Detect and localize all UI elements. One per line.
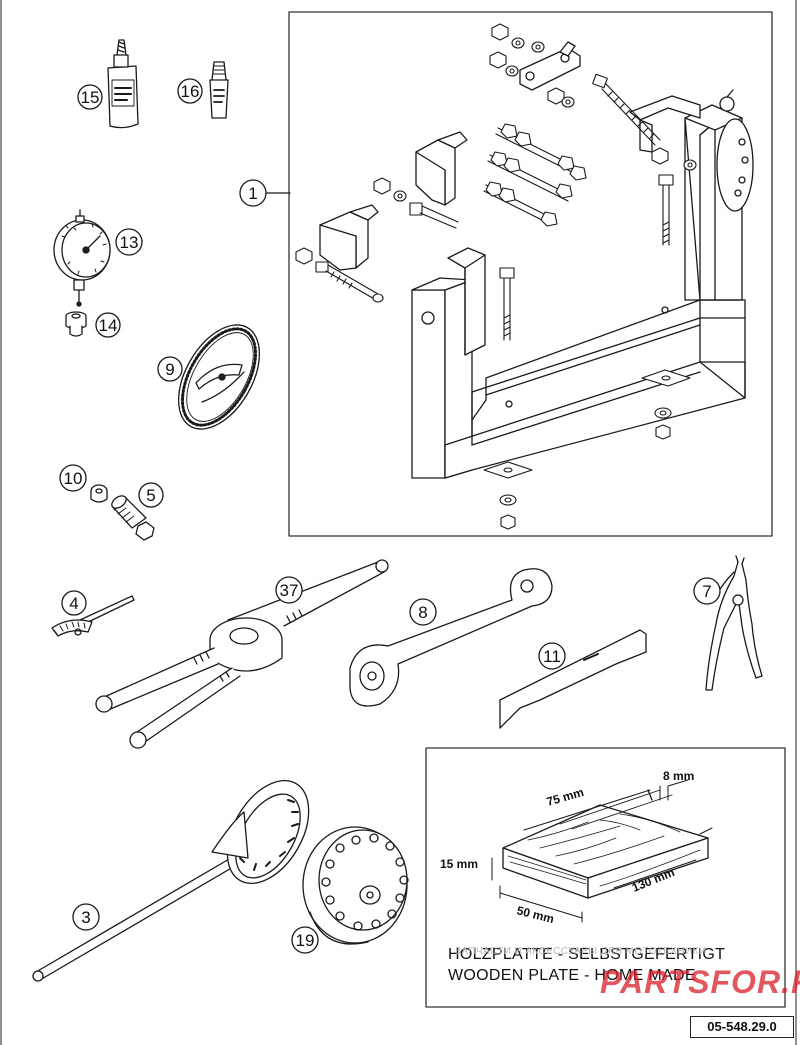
sleeve-part-10	[90, 484, 108, 503]
puller-part-5	[111, 495, 155, 541]
callout-5: 5	[146, 486, 155, 505]
watermark-text: ЗАПЧАСТИ И АКСЕССУАРЫ ДЛЯ МОТОТЕХНИКИ	[455, 946, 707, 957]
callout-15: 15	[81, 88, 100, 107]
feeler-blade-11	[499, 629, 647, 729]
wooden-plate-caption-german: HOLZPLATTE - SELBSTGEFERTIGT	[448, 946, 726, 963]
wooden-plate-box	[425, 747, 786, 1008]
callout-8: 8	[418, 603, 427, 622]
callout-11: 11	[543, 647, 561, 666]
callout-37: 37	[280, 581, 299, 600]
holding-wrench-8	[349, 568, 553, 707]
stand-bolts	[315, 73, 674, 341]
callout-1: 1	[248, 184, 257, 203]
callout-circles	[59, 78, 721, 954]
feeler-gauge-tool	[51, 595, 135, 637]
stand-washers-nuts	[295, 23, 697, 530]
circlip-pliers-7	[705, 555, 763, 691]
callout-3: 3	[81, 908, 90, 927]
threadlock-bottle	[107, 39, 139, 129]
dimension-75mm: 75 mm	[545, 785, 585, 809]
grease-tube	[209, 61, 229, 119]
gauge-adapter	[65, 311, 87, 337]
dimension-15mm: 15 mm	[440, 857, 478, 871]
callout-4: 4	[69, 594, 78, 613]
watermark-logo: PARTSFOR.RU	[600, 964, 800, 1000]
callout-9: 9	[165, 360, 174, 379]
dimension-50mm: 50 mm	[515, 903, 555, 926]
callout-13: 13	[120, 233, 139, 252]
callout-10: 10	[64, 469, 83, 488]
engine-stand-frame-box	[288, 11, 773, 537]
document-number: 05-548.29.0	[690, 1016, 794, 1038]
wooden-plate-caption-english: WOODEN PLATE - HOME MADE	[448, 967, 696, 984]
callout-7: 7	[702, 582, 711, 601]
callout-19: 19	[296, 931, 315, 950]
dimension-8mm: 8 mm	[663, 769, 694, 783]
stand-brackets	[319, 41, 581, 271]
rear-upright-post	[447, 247, 486, 356]
crankshaft-puller-37	[95, 559, 389, 749]
callout-14: 14	[99, 316, 118, 335]
engine-stand-u-frame	[411, 89, 754, 479]
dial-gauge	[53, 209, 111, 307]
engine-stand-group	[266, 11, 773, 537]
degree-disc	[177, 324, 261, 430]
callout-16: 16	[181, 82, 200, 101]
filter-wrench-3	[32, 779, 310, 982]
flywheel-holder-19	[302, 826, 409, 945]
